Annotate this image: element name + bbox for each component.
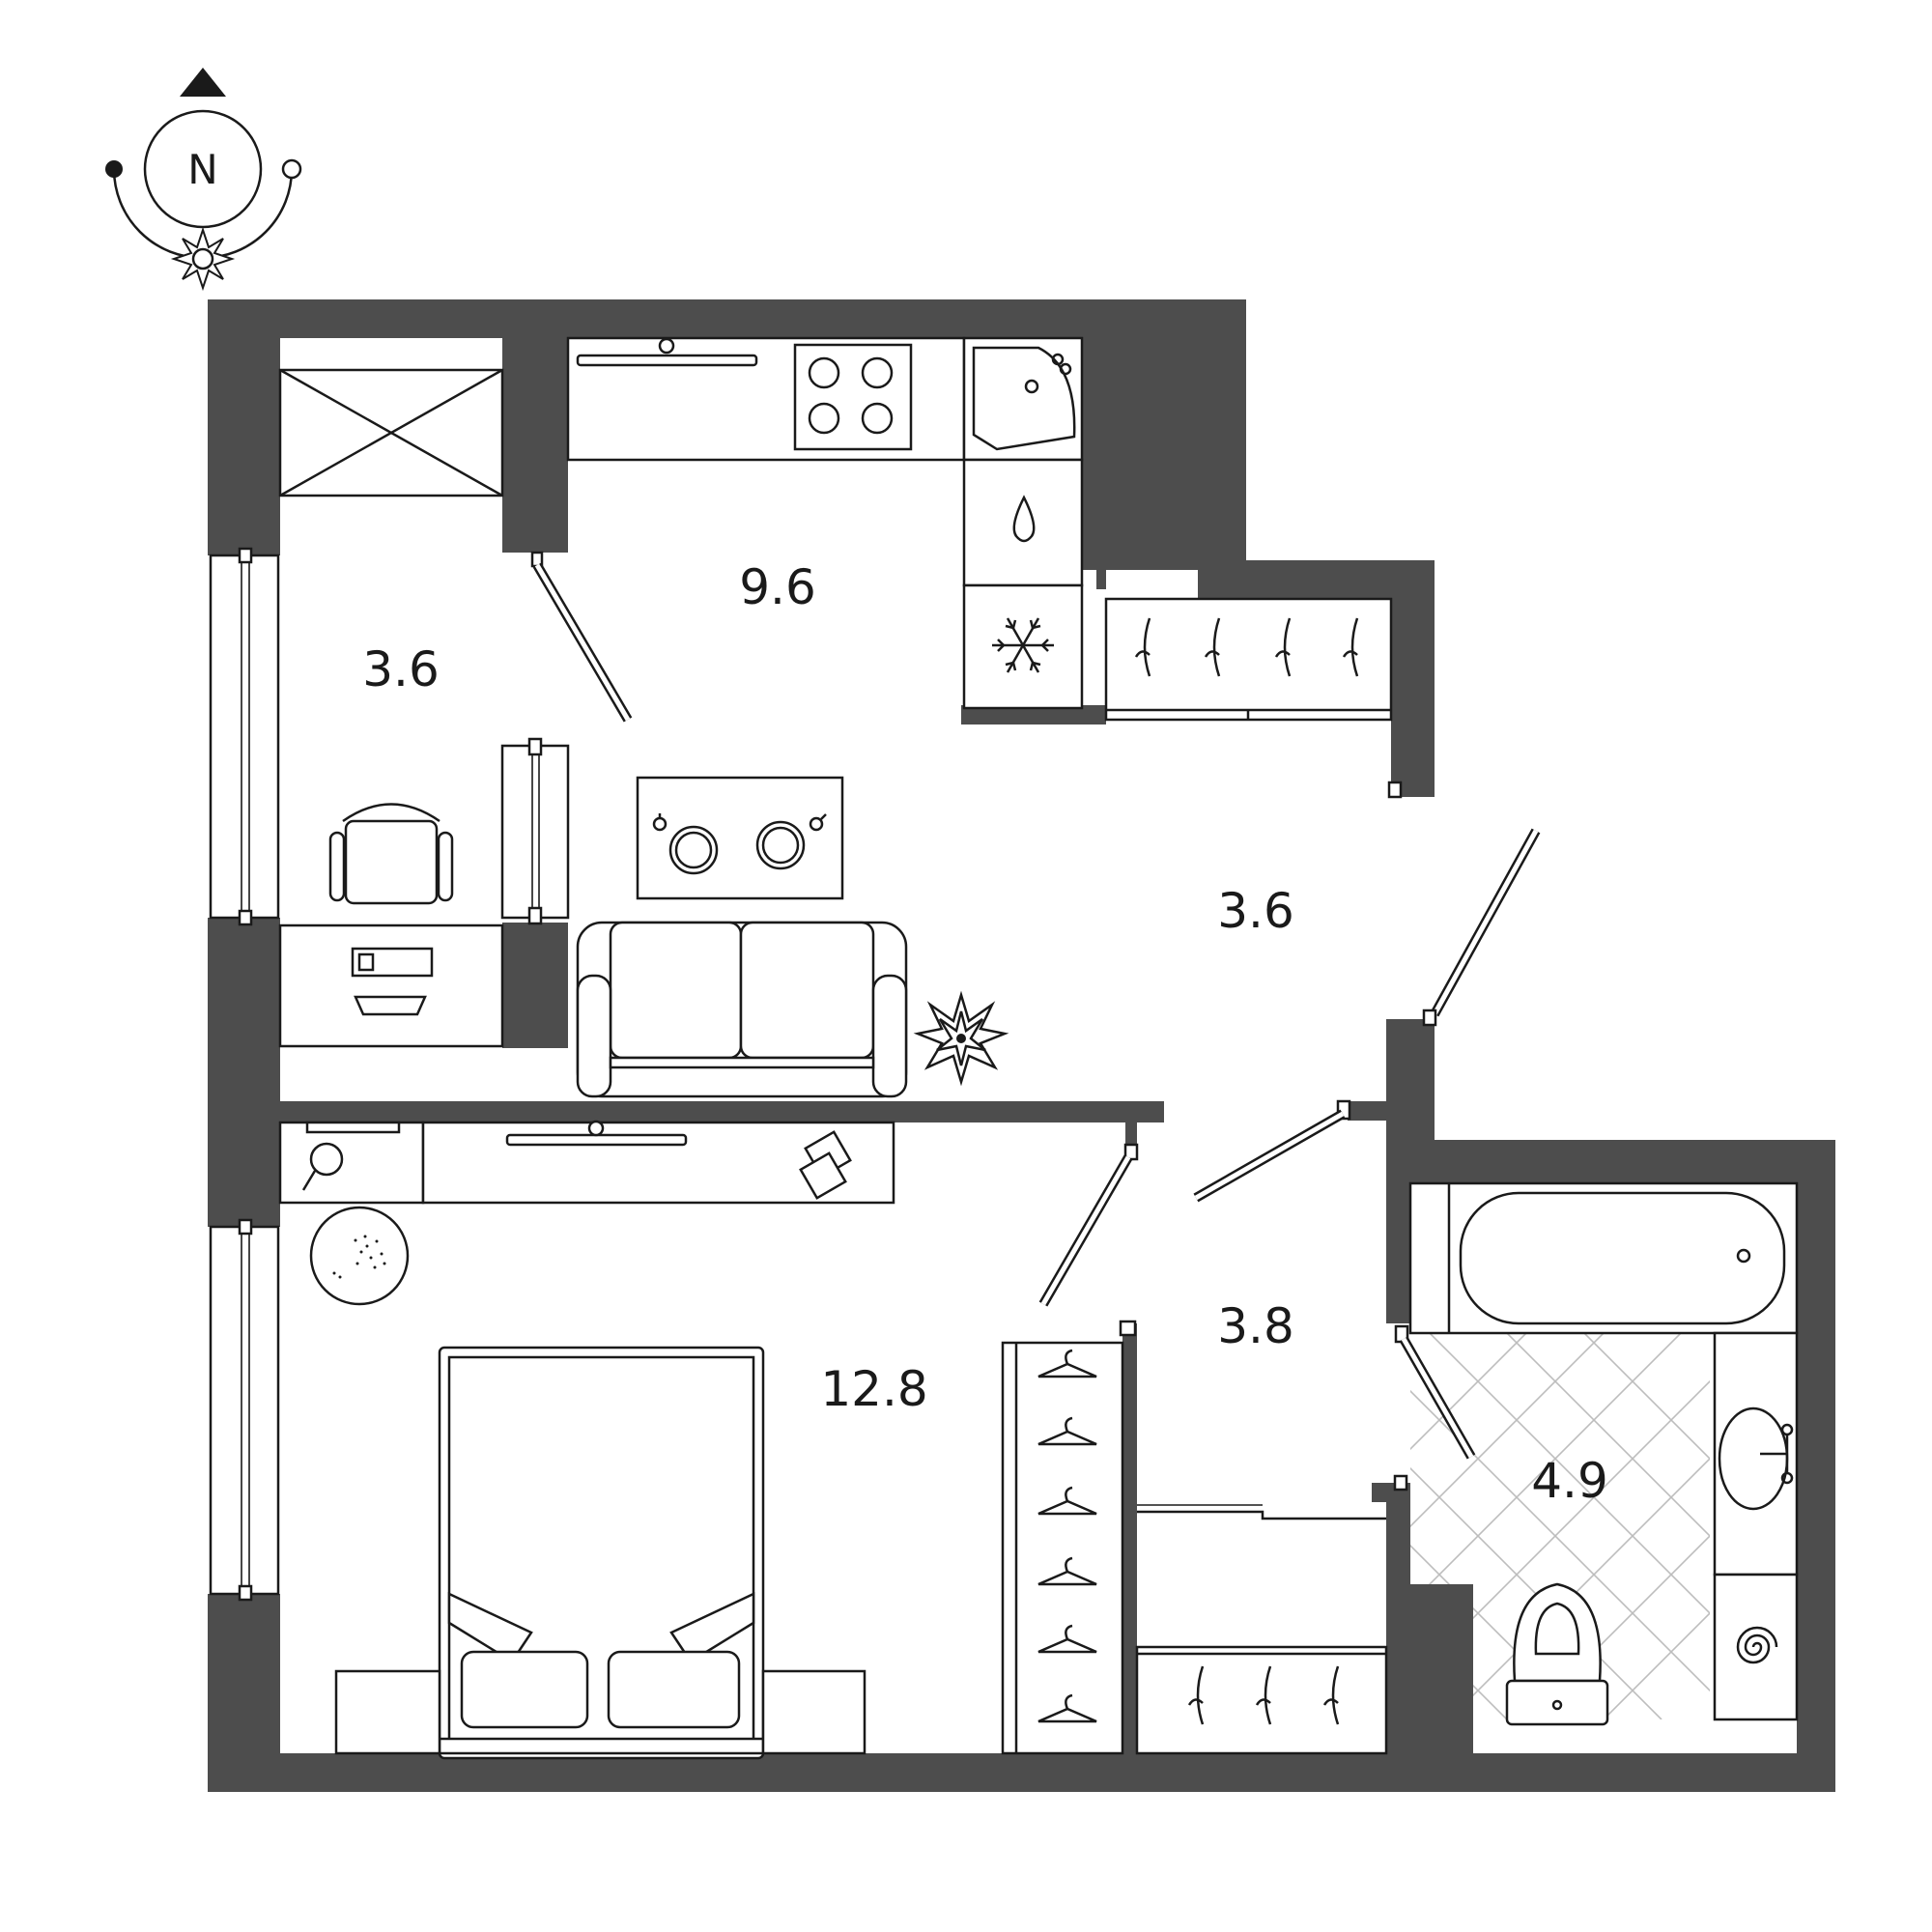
bedroom-room: 12.8 — [278, 1120, 1139, 1760]
bed[interactable] — [438, 1346, 765, 1760]
rug — [309, 1206, 410, 1306]
sofa[interactable] — [576, 921, 908, 1098]
door-kitchen-balcony[interactable] — [530, 551, 633, 723]
area-label-kitchen: 9.6 — [739, 559, 816, 615]
water-drop-icon — [1012, 495, 1036, 543]
refrigerator[interactable] — [962, 583, 1084, 710]
desk-chair[interactable] — [328, 803, 454, 905]
walls — [208, 299, 1835, 1792]
area-label-balcony: 3.6 — [362, 641, 440, 697]
stove[interactable] — [793, 343, 913, 451]
corridor-wardrobe[interactable] — [1135, 1645, 1388, 1755]
corridor-room: 3.8 — [1135, 1099, 1388, 1755]
nightstand-left — [334, 1669, 441, 1755]
window-bedroom — [209, 1218, 280, 1602]
washing-machine[interactable] — [1713, 1573, 1799, 1721]
windows — [209, 547, 570, 1602]
corner-sink[interactable] — [962, 336, 1084, 462]
area-label-bedroom: 12.8 — [820, 1361, 927, 1417]
window-balcony — [209, 547, 280, 926]
hallway-room: 3.6 — [1217, 828, 1541, 1027]
ventilation-shaft — [278, 368, 504, 497]
kitchen-room: 9.6 — [530, 336, 1084, 1098]
balcony-room: 3.6 — [278, 368, 504, 1048]
corridor-shoe-cabinet — [1137, 1504, 1386, 1520]
sunset-dot-icon — [281, 158, 302, 180]
compass: N — [105, 68, 302, 292]
toilet[interactable] — [1505, 1582, 1609, 1726]
snowflake-icon — [992, 617, 1054, 673]
window-balcony-inner — [500, 737, 570, 925]
hallway-wardrobe-upper[interactable] — [1104, 597, 1403, 799]
bedroom-wardrobe[interactable] — [1001, 1341, 1124, 1755]
tv-stand — [421, 1120, 895, 1205]
area-label-corridor: 3.8 — [1217, 1298, 1294, 1354]
area-label-hallway: 3.6 — [1217, 883, 1294, 939]
spiral-icon — [1736, 1626, 1778, 1664]
door-corridor[interactable] — [1193, 1099, 1351, 1203]
north-arrow-icon — [180, 68, 226, 97]
washbasin[interactable] — [1713, 1331, 1799, 1577]
mirror-icon — [309, 1142, 344, 1177]
sunrise-dot-icon — [105, 160, 123, 178]
area-label-bathroom: 4.9 — [1531, 1453, 1608, 1509]
nightstand-right — [761, 1669, 867, 1755]
balcony-desk — [278, 923, 504, 1048]
dishwasher[interactable] — [962, 458, 1084, 587]
door-bathroom[interactable] — [1393, 1324, 1476, 1492]
door-bedroom[interactable] — [1038, 1143, 1139, 1307]
bathtub[interactable] — [1408, 1181, 1799, 1335]
sun-icon — [170, 226, 236, 292]
bathroom-room: 4.9 — [1393, 1181, 1799, 1726]
plant-icon — [913, 990, 1009, 1087]
dresser — [278, 1121, 425, 1205]
coffee-table — [636, 776, 844, 900]
entrance-door[interactable] — [1422, 828, 1541, 1027]
compass-north-label: N — [187, 146, 217, 193]
